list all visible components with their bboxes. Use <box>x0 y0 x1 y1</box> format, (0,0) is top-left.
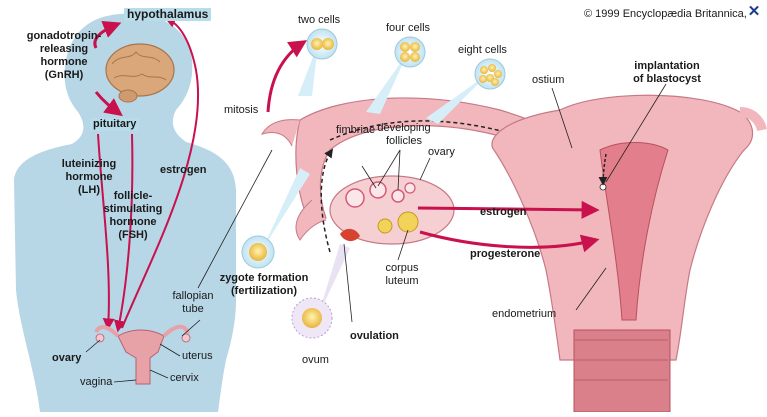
label-estrogen-right: estrogen <box>480 206 527 218</box>
label-endometrium: endometrium <box>492 308 557 320</box>
close-button[interactable]: ✕ <box>746 4 762 20</box>
progesterone-arrow <box>419 230 600 253</box>
zygote-bubble <box>241 168 310 269</box>
estrogen-feedback-arrow <box>121 16 200 329</box>
label-pituitary: pituitary <box>90 118 140 131</box>
label-ovary-left: ovary <box>52 352 82 364</box>
label-fimbriae: fimbriae <box>336 124 376 136</box>
gnrh-arrow <box>93 20 122 49</box>
label-hypothalamus: hypothalamus <box>124 8 212 21</box>
label-ovulation: ovulation <box>350 330 399 342</box>
label-progesterone: progesterone <box>470 248 541 260</box>
label-cervix: cervix <box>170 372 199 384</box>
label-two-cells: two cells <box>298 14 341 26</box>
label-estrogen-left: estrogen <box>160 164 207 176</box>
ovary-graphic <box>329 175 455 245</box>
estrogen-arrow <box>417 200 600 219</box>
uterus-graphic <box>491 94 767 413</box>
label-vagina: vagina <box>80 376 113 388</box>
leader-lines <box>85 83 667 383</box>
eight-cells-bubble <box>426 58 506 124</box>
ovum-bubble <box>291 244 350 339</box>
lh-arrow <box>97 133 115 331</box>
small-uterus-graphic <box>94 324 191 385</box>
label-eight-cells: eight cells <box>458 44 507 56</box>
label-mitosis: mitosis <box>224 104 259 116</box>
label-ovary-right: ovary <box>428 146 455 158</box>
two-cells-bubble <box>298 28 338 96</box>
body-silhouette <box>14 13 236 413</box>
gnrh-to-pituitary-arrow <box>94 91 123 117</box>
four-cells-bubble <box>366 36 426 114</box>
label-ovum: ovum <box>302 354 329 366</box>
copyright-notice: © 1999 Encyclopædia Britannica, <box>584 8 747 20</box>
mitosis-arrow <box>266 40 308 113</box>
label-zygote: zygote formation(fertilization) <box>219 272 309 297</box>
close-icon: ✕ <box>747 3 761 20</box>
label-four-cells: four cells <box>386 22 431 34</box>
brain-graphic <box>105 43 175 103</box>
fsh-arrow <box>113 133 134 333</box>
label-uterus: uterus <box>182 350 213 362</box>
label-ostium: ostium <box>532 74 565 86</box>
